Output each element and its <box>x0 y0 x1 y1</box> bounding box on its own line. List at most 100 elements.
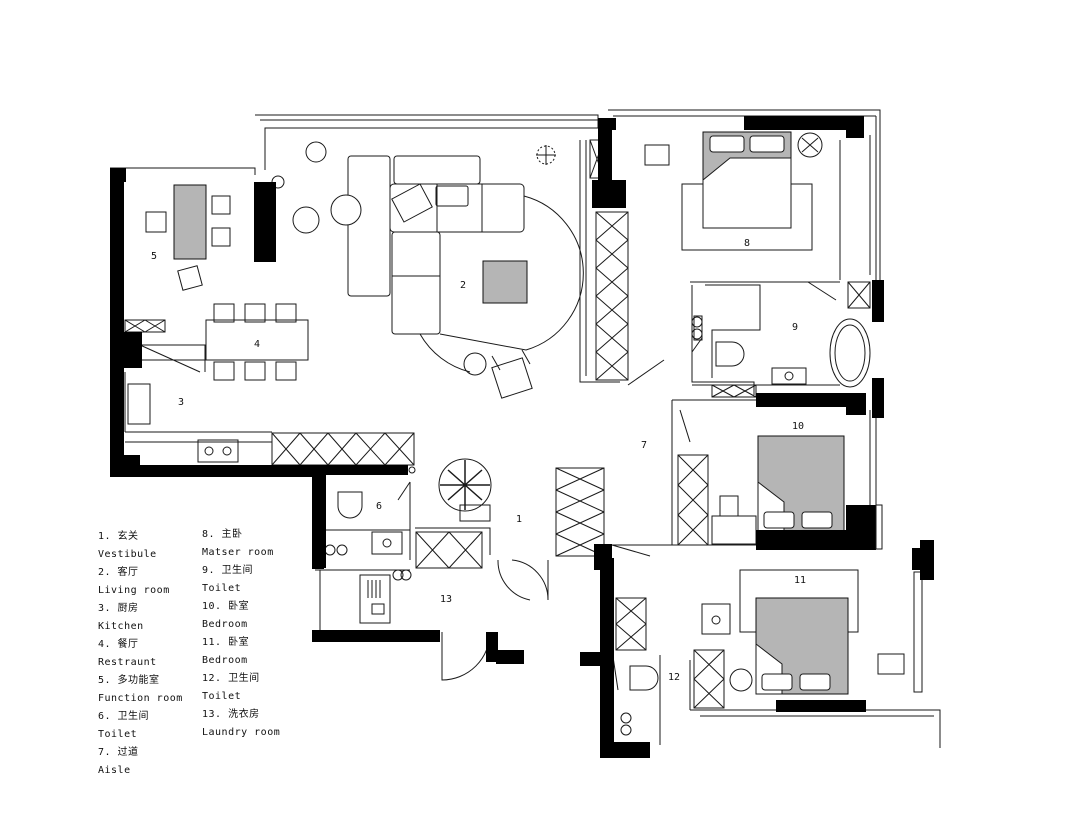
pillow <box>749 135 785 153</box>
fixture <box>693 315 703 341</box>
bedroom10-wardrobe <box>677 454 709 546</box>
fixture <box>620 712 632 724</box>
outer-outline <box>608 109 881 300</box>
lamp-icon <box>536 145 556 165</box>
room-label-9: 9 <box>792 322 798 333</box>
partition <box>705 284 761 378</box>
legend-item-zh: 3. 厨房 <box>98 603 139 614</box>
nightstand <box>877 653 905 675</box>
walls <box>110 116 934 758</box>
fixture <box>336 544 348 556</box>
toilet <box>715 341 745 367</box>
fixture <box>400 569 412 581</box>
legend-item-zh: 10. 卧室 <box>202 601 250 612</box>
dining-cabinet <box>124 319 166 333</box>
round-side-table <box>463 352 487 376</box>
dining-chair <box>244 361 266 381</box>
legend-item-zh: 1. 玄关 <box>98 531 139 542</box>
legend-item-zh: 2. 客厅 <box>98 567 139 578</box>
vanity <box>771 367 807 385</box>
nightstand <box>644 144 670 166</box>
desk <box>719 495 739 517</box>
stove <box>197 439 239 463</box>
dining-chair <box>275 361 297 381</box>
wardrobe-living <box>595 211 629 381</box>
tree-icon <box>438 458 492 522</box>
room-label-4: 4 <box>254 339 260 350</box>
legend-item-en: Matser room <box>202 547 274 558</box>
vanity <box>701 603 731 635</box>
washer <box>359 574 391 624</box>
rug-arc <box>439 195 584 351</box>
room-label-13: 13 <box>440 594 452 605</box>
door-swing <box>679 409 691 443</box>
plant-icon <box>801 137 819 153</box>
legend-item-zh: 6. 卫生间 <box>98 711 150 722</box>
desk <box>711 515 757 545</box>
room-label-5: 5 <box>151 251 157 262</box>
toilet <box>629 665 659 691</box>
dining-chair <box>244 303 266 323</box>
legend-item-zh: 5. 多功能室 <box>98 675 160 686</box>
legend-item-en: Toilet <box>202 691 242 702</box>
legend-item-en: Restraunt <box>98 657 157 668</box>
dining-chair <box>213 303 235 323</box>
room-label-2: 2 <box>460 280 466 291</box>
burner <box>222 446 232 456</box>
outer-outline <box>690 709 941 748</box>
door-stop <box>408 466 416 474</box>
legend-item-zh: 11. 卧室 <box>202 637 250 648</box>
door-swing <box>511 559 549 601</box>
round-side-table <box>305 141 327 163</box>
legend-item-zh: 4. 餐厅 <box>98 639 139 650</box>
stool <box>177 265 203 291</box>
pillow <box>763 511 795 529</box>
pillow <box>801 511 833 529</box>
door-swing <box>627 359 665 386</box>
washer <box>367 580 381 598</box>
vanity <box>371 531 403 555</box>
door-swing <box>441 631 491 681</box>
legend-item-en: Toilet <box>202 583 242 594</box>
pillow <box>761 673 793 691</box>
pillow <box>799 673 831 691</box>
legend-item-zh: 12. 卫生间 <box>202 673 260 684</box>
room-label-7: 7 <box>641 440 647 451</box>
outer-outline <box>255 114 599 170</box>
pillow <box>709 135 745 153</box>
legend-item-en: Kitchen <box>98 621 144 632</box>
legend-item-en: Aisle <box>98 765 131 776</box>
legend-item-en: Living room <box>98 585 170 596</box>
legend-item-en: Laundry room <box>202 727 281 738</box>
plant-icon <box>729 668 753 692</box>
round-side-table <box>292 206 320 234</box>
room-label-6: 6 <box>376 501 382 512</box>
room-label-10: 10 <box>792 421 804 432</box>
legend-item-en: Bedroom <box>202 619 248 630</box>
door-swing <box>397 481 411 501</box>
partition <box>415 527 491 555</box>
desk <box>173 184 207 260</box>
legend-item-en: Toilet <box>98 729 138 740</box>
sink <box>382 538 392 548</box>
legend-item-zh: 13. 洗衣房 <box>202 709 260 720</box>
legend-item-zh: 7. 过道 <box>98 747 139 758</box>
legend-item-en: Vestibule <box>98 549 157 560</box>
vestibule-cabinet <box>555 467 605 557</box>
fixture <box>392 569 404 581</box>
door-swing <box>807 281 837 301</box>
counter <box>124 344 206 432</box>
stool <box>145 211 167 233</box>
bedroom11-wardrobe <box>615 597 725 709</box>
room-label-12: 12 <box>668 672 680 683</box>
kitchen-cabinets <box>271 432 415 466</box>
outer-outline <box>110 167 256 175</box>
burner <box>204 446 214 456</box>
door-swing <box>611 544 651 557</box>
room-label-1: 1 <box>516 514 522 525</box>
rug-arc <box>419 333 471 373</box>
bed-sheet <box>702 157 792 229</box>
bathtub <box>829 318 871 388</box>
sink <box>784 371 794 381</box>
